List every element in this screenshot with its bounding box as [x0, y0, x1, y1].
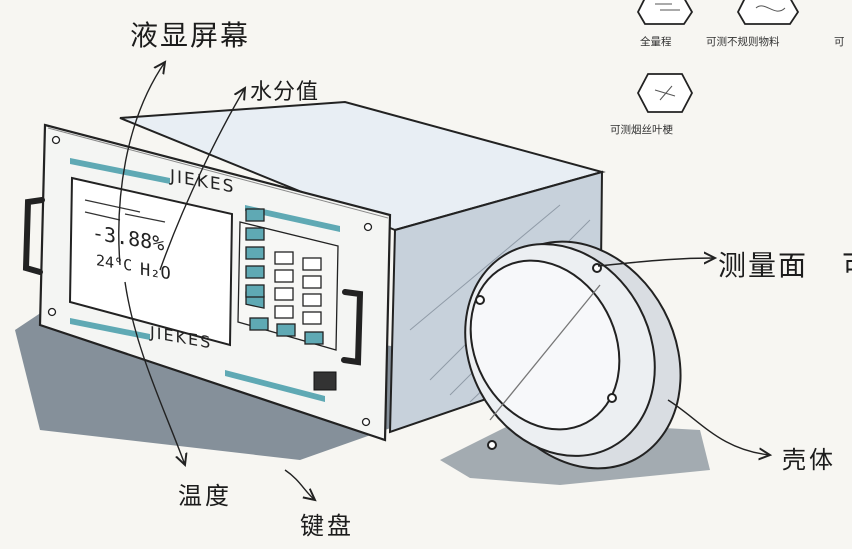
key[interactable] [302, 257, 322, 271]
key[interactable] [245, 246, 265, 260]
label-temperature: 温度 [178, 482, 232, 510]
label-moisture: 水分值 [250, 80, 320, 105]
screw [363, 222, 373, 232]
arrow-keyboard [284, 469, 315, 500]
screw [47, 307, 57, 317]
key[interactable] [245, 208, 265, 222]
probe-screw [607, 393, 617, 403]
key[interactable] [274, 287, 294, 301]
right-handle[interactable] [341, 289, 364, 366]
accent-strip [70, 158, 170, 184]
key[interactable] [245, 265, 265, 279]
screw [361, 417, 371, 427]
legend-full-range: 全量程 [640, 36, 672, 48]
legend-icons [636, 0, 800, 113]
key[interactable] [276, 323, 296, 337]
lcd-screen [68, 176, 234, 347]
arrow-shell [667, 399, 770, 455]
label-keyboard: 键盘 [300, 512, 354, 540]
key[interactable] [274, 269, 294, 283]
arrow-temperature [124, 281, 185, 465]
irregular-icon [736, 0, 800, 25]
label-surface-cut: 可 [842, 244, 852, 284]
key[interactable] [249, 317, 269, 331]
legend-shreds: 可测烟丝叶梗 [610, 124, 673, 136]
screw [51, 135, 61, 145]
label-shell: 壳体 [782, 446, 836, 474]
key[interactable] [304, 331, 324, 345]
left-handle[interactable] [22, 197, 45, 275]
arrow-surface [597, 258, 715, 267]
key[interactable] [302, 293, 322, 307]
legend-cut: 可 [834, 36, 845, 48]
arrow-moisture [159, 88, 245, 271]
key[interactable] [274, 305, 294, 319]
probe-screw [475, 295, 485, 305]
label-surface: 测量面 [718, 249, 809, 282]
arrow-screen [118, 62, 165, 266]
accent-strip [225, 370, 325, 402]
legend-irregular: 可测不规则物料 [706, 36, 780, 48]
accent-strip [245, 205, 340, 232]
accent-strip [70, 318, 150, 340]
key[interactable] [302, 275, 322, 289]
connector-port [313, 371, 337, 391]
key[interactable] [245, 284, 265, 298]
probe-head [464, 240, 682, 470]
probe-screw [487, 440, 497, 450]
label-screen: 液显屏幕 [130, 19, 251, 52]
key[interactable] [245, 227, 265, 241]
key[interactable] [302, 311, 322, 325]
full-range-icon [636, 0, 694, 25]
keypad [237, 208, 339, 351]
key[interactable] [274, 251, 294, 265]
